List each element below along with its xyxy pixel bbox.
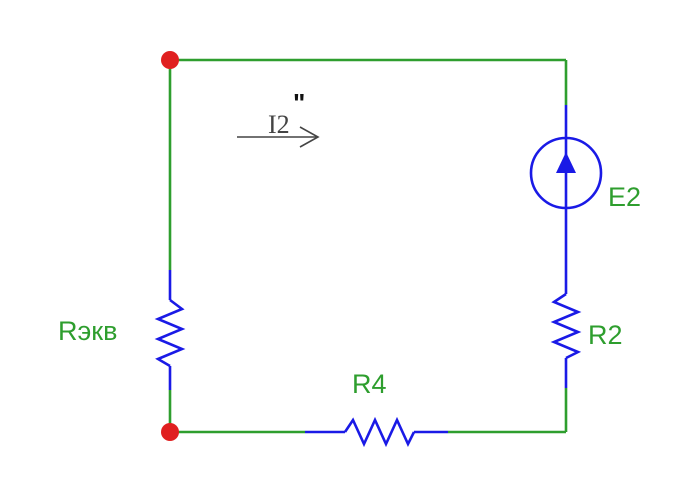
resistor-r-equiv (154, 270, 186, 390)
label-r4: R4 (352, 369, 387, 399)
resistor-r4 (305, 416, 448, 448)
current-arrow-icon (237, 126, 320, 148)
current-prime-mark: " (293, 88, 305, 118)
label-e2: E2 (608, 182, 641, 212)
node-dot-icon (161, 51, 179, 69)
label-r-equiv: Rэкв (58, 316, 117, 346)
resistor-r2 (550, 208, 582, 388)
current-source-icon (529, 105, 603, 210)
label-r2: R2 (588, 320, 623, 350)
node-dot-icon (161, 423, 179, 441)
current-label: I2 (268, 110, 290, 139)
